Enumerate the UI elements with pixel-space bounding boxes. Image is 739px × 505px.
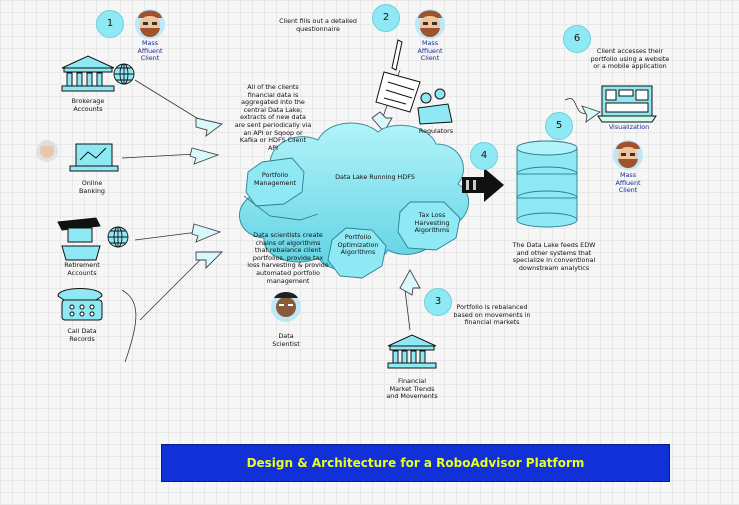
client-access-description: Client accesses their portfolio using a … bbox=[590, 47, 670, 71]
portfolio-optimization-label: Portfolio Optimization Algorithms bbox=[337, 233, 379, 257]
market-trends-label: Financial Market Trends and Movements bbox=[386, 377, 438, 401]
clipboard-icon bbox=[375, 39, 421, 113]
aggregation-description: All of the clients financial data is agg… bbox=[234, 83, 312, 152]
portfolio-management-shape bbox=[245, 157, 305, 207]
visualization-label: Visualization bbox=[608, 123, 650, 131]
arrow-heads bbox=[189, 105, 601, 296]
portfolio-management-label: Portfolio Management bbox=[253, 171, 297, 187]
laptop-icon bbox=[69, 143, 119, 172]
step-4-badge: 4 bbox=[470, 142, 498, 170]
brokerage-accounts-label: Brokerage Accounts bbox=[71, 97, 105, 113]
data-lake-label: Data Lake Running HDFS bbox=[335, 173, 415, 181]
feed-arrow bbox=[462, 168, 504, 202]
avatar-icon bbox=[36, 140, 58, 162]
title-banner: Design & Architecture for a RoboAdvisor … bbox=[161, 444, 670, 482]
bank-icon bbox=[61, 55, 115, 92]
step-1-badge: 1 bbox=[96, 10, 124, 38]
avatar-icon bbox=[135, 9, 165, 39]
globe-icon bbox=[113, 63, 135, 85]
database-icon bbox=[516, 140, 578, 228]
questionnaire-label: Client fills out a detailed questionnair… bbox=[279, 17, 357, 33]
mass-affluent-client-label: Mass Affluent Client bbox=[615, 171, 641, 195]
avatar-icon bbox=[271, 292, 301, 322]
tax-loss-shape bbox=[397, 201, 461, 251]
dashboard-icon bbox=[597, 85, 657, 123]
data-scientist-label: Data Scientist bbox=[272, 332, 300, 348]
step-2-badge: 2 bbox=[372, 4, 400, 32]
data-scientist-description: Data scientists create chains of algorit… bbox=[247, 231, 329, 285]
bank-icon bbox=[387, 334, 437, 369]
avatar-icon bbox=[415, 9, 445, 39]
phone-icon bbox=[57, 288, 103, 321]
online-banking-label: Online Banking bbox=[79, 179, 105, 195]
globe-icon bbox=[107, 226, 129, 248]
rebalance-description: Portfolio is rebalanced based on movemen… bbox=[453, 303, 531, 327]
pen-icon bbox=[391, 39, 403, 71]
retiree-icon bbox=[57, 217, 101, 261]
regulators-icon bbox=[417, 88, 453, 125]
tax-loss-harvesting-label: Tax Loss Harvesting Algorithms bbox=[414, 211, 450, 235]
edw-description: The Data Lake feeds EDW and other system… bbox=[512, 241, 596, 272]
call-data-records-label: Call Data Records bbox=[67, 327, 97, 343]
retirement-accounts-label: Retirement Accounts bbox=[64, 261, 100, 277]
step-5-badge: 5 bbox=[545, 112, 573, 140]
step-6-badge: 6 bbox=[563, 25, 591, 53]
avatar-icon bbox=[613, 140, 643, 170]
regulators-label: Regulators bbox=[418, 127, 454, 135]
mass-affluent-client-label: Mass Affluent Client bbox=[417, 39, 443, 63]
portfolio-optimization-shape bbox=[327, 227, 387, 279]
mass-affluent-client-label: Mass Affluent Client bbox=[137, 39, 163, 63]
step-3-badge: 3 bbox=[424, 288, 452, 316]
